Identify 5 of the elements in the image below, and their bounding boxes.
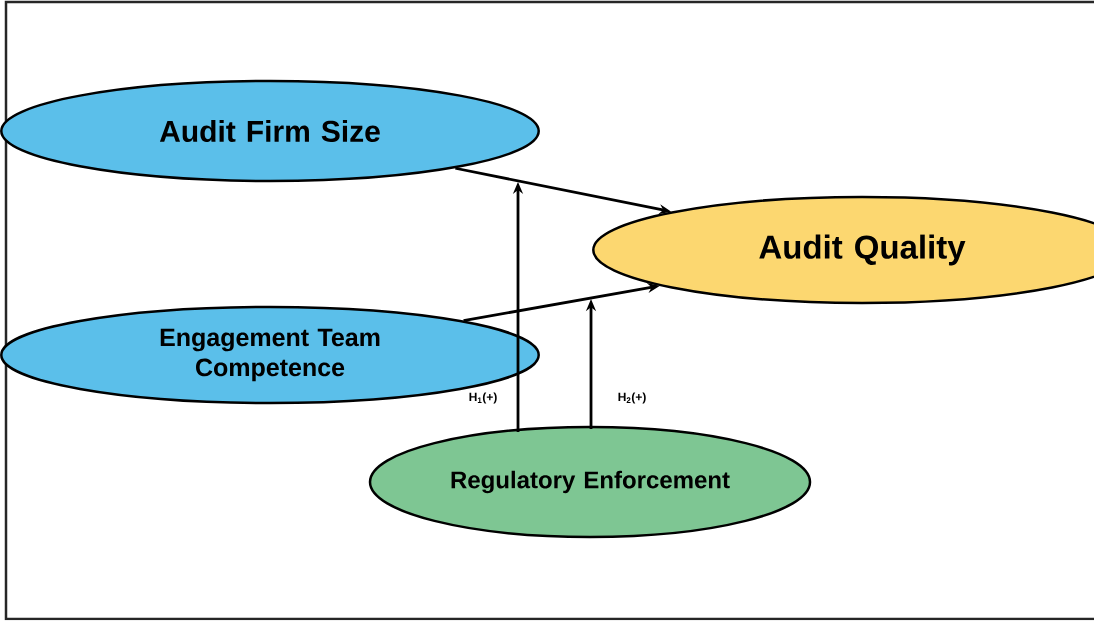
ellipse-node: Regulatory Enforcement bbox=[368, 425, 812, 539]
edge-label: H$_{2}$(+) bbox=[616, 391, 648, 405]
ellipse-node: Audit Firm Size bbox=[0, 79, 540, 183]
ellipse-node: Audit Quality bbox=[592, 195, 1094, 305]
edge-label: H$_{1}$(+) bbox=[467, 391, 499, 405]
